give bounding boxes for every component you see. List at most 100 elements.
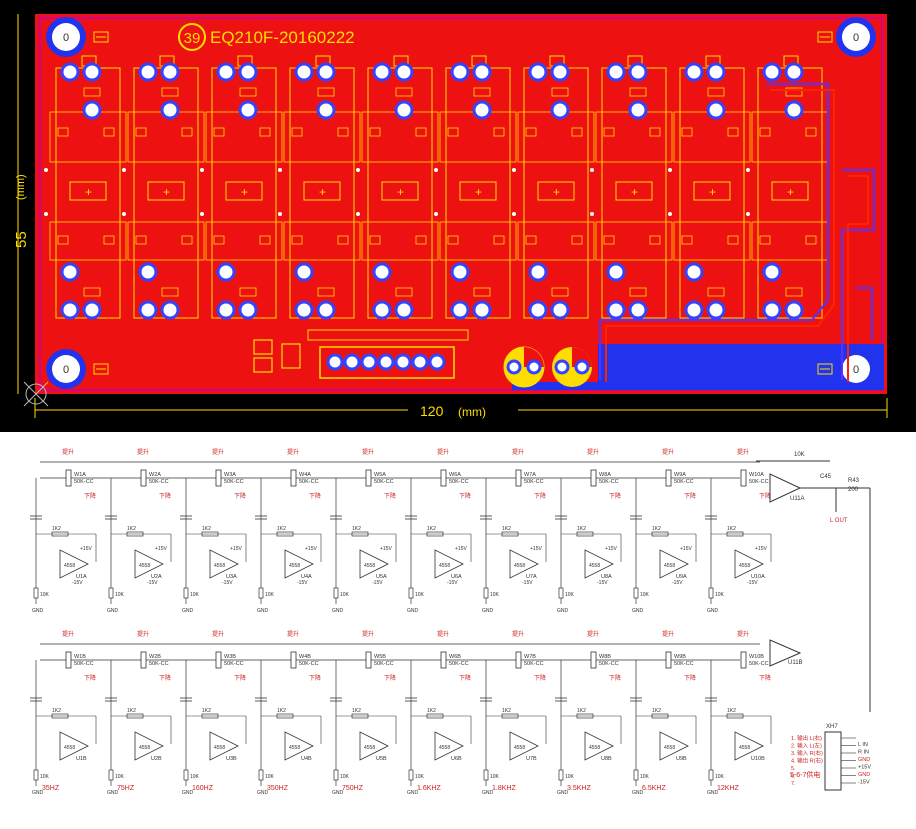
origin-marker (23, 381, 49, 407)
svg-text:-15V: -15V (522, 580, 533, 586)
svg-text:4558: 4558 (289, 745, 300, 751)
svg-text:4558: 4558 (139, 745, 150, 751)
header-pin-4: 4. 输出 R(右) (791, 757, 823, 765)
svg-text:0: 0 (63, 32, 69, 44)
svg-text:50K-CC: 50K-CC (749, 479, 769, 485)
svg-text:-15V: -15V (747, 580, 758, 586)
header-pin-3: 3. 输入 R(右) (791, 749, 823, 757)
svg-text:10K: 10K (40, 592, 50, 598)
svg-text:1K2: 1K2 (427, 708, 436, 714)
svg-text:+15V: +15V (230, 546, 242, 552)
svg-text:-15V: -15V (147, 580, 158, 586)
svg-text:W6B: W6B (449, 654, 461, 660)
svg-text:GND: GND (707, 790, 719, 796)
connector-header: XH7 1. 输出 L(右)2. 输入 L(左)3. 输入 R(右)4. 输出 … (790, 724, 871, 791)
svg-text:50K-CC: 50K-CC (299, 661, 319, 667)
pcb-channel-1: + (44, 55, 127, 320)
svg-text:下降: 下降 (234, 492, 246, 500)
svg-text:下降: 下降 (384, 492, 396, 500)
svg-text:50K-CC: 50K-CC (599, 479, 619, 485)
header-net-4: +15V (858, 765, 871, 771)
band-label: 3.5KHZ (567, 785, 591, 792)
output-label: L OUT (830, 518, 848, 524)
output-cap-label: C45 (820, 474, 832, 480)
svg-text:1K2: 1K2 (202, 708, 211, 714)
svg-text:W7B: W7B (524, 654, 536, 660)
svg-text:GND: GND (257, 790, 269, 796)
svg-text:W9B: W9B (674, 654, 686, 660)
svg-text:U1A: U1A (76, 574, 87, 580)
svg-text:1K2: 1K2 (277, 708, 286, 714)
svg-text:1K2: 1K2 (652, 526, 661, 532)
svg-text:W3B: W3B (224, 654, 236, 660)
svg-text:W8A: W8A (599, 472, 611, 478)
svg-text:50K-CC: 50K-CC (524, 661, 544, 667)
svg-text:4558: 4558 (589, 563, 600, 569)
svg-text:4558: 4558 (139, 563, 150, 569)
mounting-hole-3: 0 (46, 349, 109, 389)
board-outline (39, 17, 883, 391)
svg-text:+: + (475, 185, 482, 199)
svg-text:提升: 提升 (512, 448, 524, 456)
svg-text:提升: 提升 (362, 630, 374, 638)
svg-text:50K-CC: 50K-CC (674, 479, 694, 485)
svg-text:10K: 10K (115, 774, 125, 780)
svg-text:下降: 下降 (309, 674, 321, 682)
connector-pin (326, 353, 344, 371)
svg-text:1K2: 1K2 (277, 526, 286, 532)
svg-text:1K2: 1K2 (577, 708, 586, 714)
output-stage: U11A 10K C45 R43 200 L OUT U11B (756, 452, 871, 712)
svg-text:下降: 下降 (159, 674, 171, 682)
svg-text:-15V: -15V (222, 580, 233, 586)
svg-text:GND: GND (632, 608, 644, 614)
svg-text:10K: 10K (190, 592, 200, 598)
svg-text:+: + (709, 185, 716, 199)
svg-text:下降: 下降 (459, 674, 471, 682)
connector-pin (377, 353, 395, 371)
board-number-badge (178, 23, 206, 51)
svg-text:U3A: U3A (226, 574, 237, 580)
header-net-3: GND (858, 757, 870, 763)
connector-pin (343, 353, 361, 371)
svg-text:提升: 提升 (512, 630, 524, 638)
svg-text:10K: 10K (115, 592, 125, 598)
svg-text:1K2: 1K2 (352, 526, 361, 532)
svg-text:提升: 提升 (587, 448, 599, 456)
svg-text:+15V: +15V (305, 546, 317, 552)
svg-text:提升: 提升 (737, 448, 749, 456)
svg-text:U2B: U2B (151, 756, 162, 762)
svg-text:+: + (241, 185, 248, 199)
svg-text:1K2: 1K2 (202, 526, 211, 532)
svg-text:下降: 下降 (84, 492, 96, 500)
mounting-hole-2: 0 (817, 17, 876, 57)
header-pin-1: 1. 输出 L(右) (791, 734, 822, 742)
svg-text:4558: 4558 (64, 745, 75, 751)
pcb-channel-8: + (590, 55, 673, 320)
smd-pad (253, 339, 273, 355)
svg-text:10K: 10K (490, 592, 500, 598)
pcb-channel-9: + (668, 55, 751, 320)
svg-text:GND: GND (182, 608, 194, 614)
svg-text:下降: 下降 (234, 674, 246, 682)
svg-text:4558: 4558 (664, 563, 675, 569)
svg-text:50K-CC: 50K-CC (749, 661, 769, 667)
svg-text:-15V: -15V (597, 580, 608, 586)
svg-text:W4B: W4B (299, 654, 311, 660)
smd-pad (281, 343, 301, 369)
svg-text:U9A: U9A (676, 574, 687, 580)
svg-text:GND: GND (182, 790, 194, 796)
width-dimension-value: 120 (420, 403, 444, 419)
svg-text:GND: GND (557, 608, 569, 614)
svg-text:U1B: U1B (76, 756, 87, 762)
svg-text:50K-CC: 50K-CC (74, 479, 94, 485)
svg-text:W9A: W9A (674, 472, 686, 478)
svg-text:U5B: U5B (376, 756, 387, 762)
